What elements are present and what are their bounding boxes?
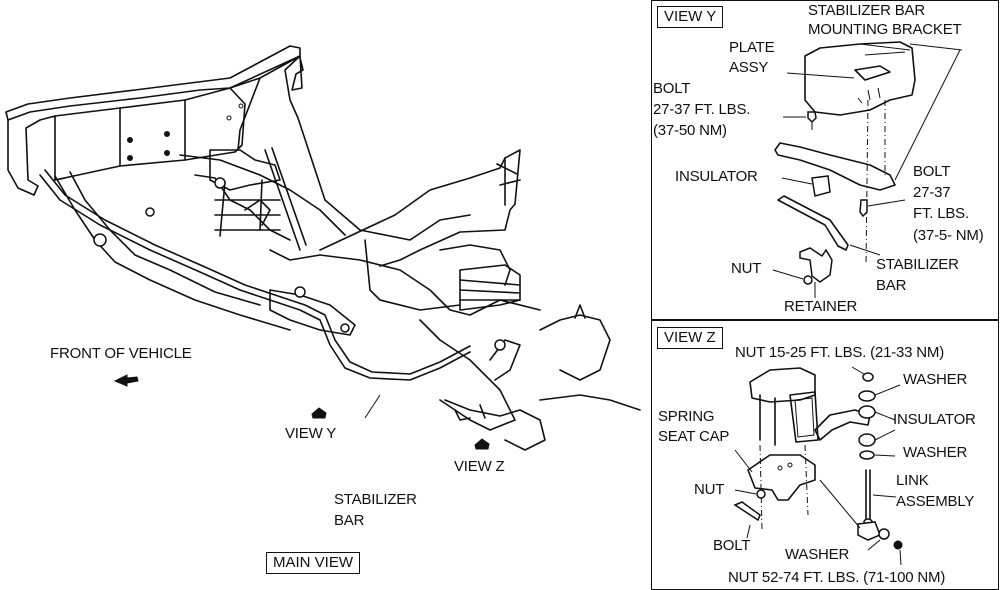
view-z-marker-icon [474, 438, 490, 450]
view-y-title: VIEW Y [657, 6, 724, 28]
insulator-label: INSULATOR [675, 168, 758, 185]
plate-assy-label-line1: PLATE [729, 39, 775, 56]
spring-seat-cap-label-line2: SEAT CAP [658, 428, 730, 445]
spring-seat-cap-label-line1: SPRING [658, 408, 715, 425]
nut-y-label: NUT [731, 260, 762, 277]
bolt2-label-line4: (37-5- NM) [913, 227, 984, 244]
bolt2-label-line2: 27-37 [913, 184, 951, 201]
link-assembly-label-line1: LINK [896, 472, 929, 489]
front-of-vehicle-label: FRONT OF VEHICLE [50, 345, 192, 362]
view-z-panel [651, 320, 999, 590]
nut-z-label: NUT [694, 481, 725, 498]
nut-bottom-label: NUT 52-74 FT. LBS. (71-100 NM) [728, 569, 946, 586]
bolt2-label-line1: BOLT [913, 163, 951, 180]
main-view-drawing [5, 45, 641, 451]
stabilizer-bar-y-label-line1: STABILIZER [876, 256, 959, 273]
vehicle-frame [5, 45, 641, 451]
bolt1-label-line2: 27-37 FT. LBS. [653, 101, 751, 118]
washer-mid-label: WASHER [903, 444, 968, 461]
view-y-marker-label: VIEW Y [285, 425, 337, 442]
washer-top-label: WASHER [903, 371, 968, 388]
view-z-marker-label: VIEW Z [454, 458, 505, 475]
washer-bottom-label: WASHER [785, 546, 850, 563]
nut-top-label: NUT 15-25 FT. LBS. (21-33 NM) [735, 344, 944, 361]
main-view-title: MAIN VIEW [266, 552, 361, 574]
link-assembly-label-line2: ASSEMBLY [896, 493, 975, 510]
view-y-marker-icon [311, 407, 327, 419]
stabilizer-bar-label-line1: STABILIZER [334, 491, 417, 508]
bolt-z-label: BOLT [713, 537, 751, 554]
bolt2-label-line3: FT. LBS. [913, 205, 969, 222]
stabilizer-bar-label-line2: BAR [334, 512, 365, 529]
bracket-label-line2: MOUNTING BRACKET [808, 21, 962, 38]
bolt1-label-line3: (37-50 NM) [653, 122, 727, 139]
bolt1-label-line1: BOLT [653, 80, 691, 97]
stabilizer-bar-y-label-line2: BAR [876, 277, 907, 294]
retainer-label: RETAINER [784, 298, 858, 315]
bracket-label-line1: STABILIZER BAR [808, 2, 925, 19]
plate-assy-label-line2: ASSY [729, 59, 769, 76]
view-z-title: VIEW Z [657, 327, 723, 349]
front-arrow-icon [113, 374, 139, 387]
insulator-z-label: INSULATOR [893, 411, 976, 428]
